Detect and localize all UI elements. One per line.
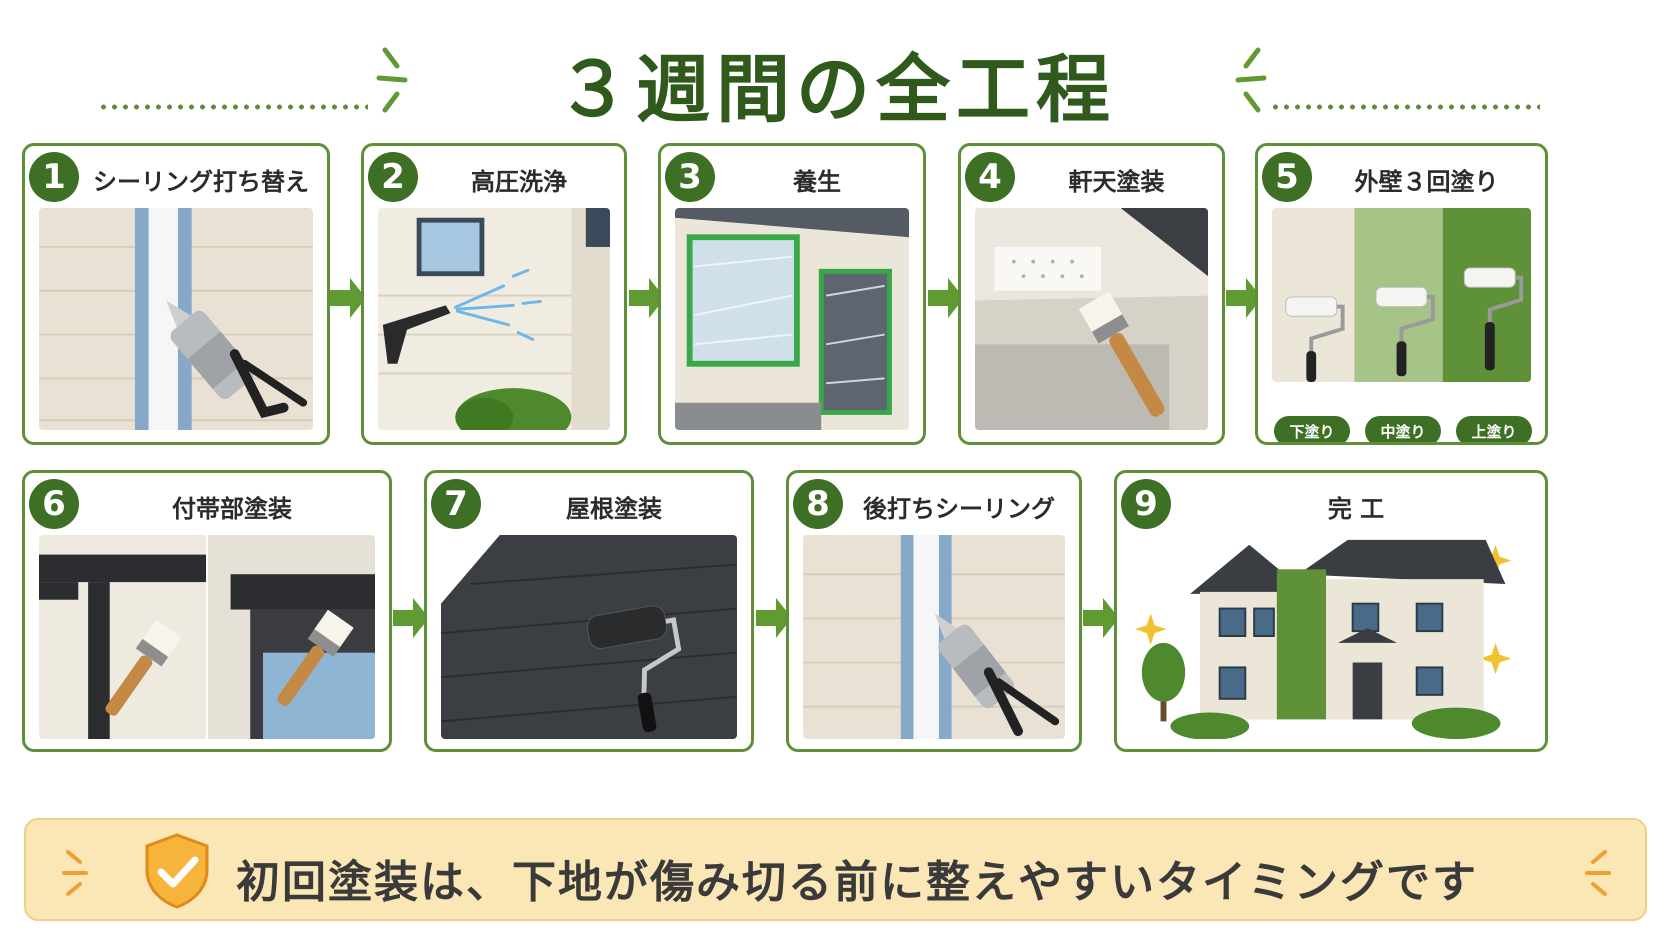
- sparkle-lines-icon: [376, 47, 408, 113]
- step-number-badge: 9: [1121, 479, 1171, 529]
- arrow-right-icon: [330, 278, 366, 318]
- step-header: 6 付帯部塗装: [25, 473, 389, 535]
- step-number-badge: 7: [431, 479, 481, 529]
- step-number-badge: 5: [1262, 152, 1312, 202]
- step-label: 付帯部塗装: [172, 495, 292, 523]
- step-label: 外壁３回塗り: [1354, 168, 1499, 196]
- step-card-3: 3 養生: [658, 143, 926, 445]
- step-card-6: 6 付帯部塗装: [22, 470, 392, 752]
- dotted-divider-right: [1270, 104, 1540, 110]
- pressure-wash-scene-image: [378, 208, 610, 430]
- step-header: 8 後打ちシーリング: [789, 473, 1079, 535]
- sparkle-lines-icon: [1235, 47, 1267, 113]
- step-header: 1 シーリング打ち替え: [25, 146, 327, 208]
- step-number-badge: 4: [965, 152, 1015, 202]
- step-card-1: 1 シーリング打ち替え: [22, 143, 330, 445]
- post-caulking-scene-image: [803, 535, 1065, 739]
- step-label: 軒天塗装: [1068, 168, 1165, 196]
- title-area: ３週間の全工程: [0, 22, 1672, 133]
- page-title: ３週間の全工程: [556, 47, 1116, 133]
- coat-label-badge: 上塗り: [1456, 416, 1532, 442]
- caulking-scene-image: [39, 208, 313, 430]
- step-label: 完 工: [1327, 495, 1385, 523]
- step-card-2: 2 高圧洗浄: [361, 143, 627, 445]
- step-header: 5 外壁３回塗り: [1258, 146, 1545, 208]
- step-header: 9 完 工: [1117, 473, 1545, 535]
- step-card-9: 9 完 工: [1114, 470, 1548, 752]
- soffit-paint-scene-image: [975, 208, 1208, 430]
- shield-check-icon: [145, 833, 209, 909]
- step-label: シーリング打ち替え: [93, 168, 309, 196]
- arrow-right-icon: [1083, 598, 1119, 638]
- banner-message: 初回塗装は、下地が傷み切る前に整えやすいタイミングです: [236, 857, 1478, 908]
- masking-scene-image: [675, 208, 909, 430]
- arrow-right-icon: [629, 278, 665, 318]
- coat-label-badge: 中塗り: [1365, 416, 1441, 442]
- step-header: 3 養生: [661, 146, 923, 208]
- step-number-badge: 6: [29, 479, 79, 529]
- arrow-right-icon: [928, 278, 964, 318]
- step-header: 2 高圧洗浄: [364, 146, 624, 208]
- step-card-8: 8 後打ちシーリング: [786, 470, 1082, 752]
- step-card-4: 4 軒天塗装: [958, 143, 1225, 445]
- step-label: 後打ちシーリング: [863, 495, 1055, 523]
- arrow-right-icon: [393, 598, 429, 638]
- dotted-divider-left: [98, 104, 368, 110]
- step-number-badge: 8: [793, 479, 843, 529]
- sparkle-lines-icon: [62, 850, 88, 896]
- step-label: 高圧洗浄: [471, 168, 567, 196]
- roof-paint-scene-image: [441, 535, 737, 739]
- step-card-5: 5 外壁３回塗り 下塗り 中塗り 上塗り: [1255, 143, 1548, 445]
- arrow-right-icon: [1226, 278, 1262, 318]
- step-label: 屋根塗装: [566, 495, 662, 523]
- step-card-7: 7 屋根塗装: [424, 470, 754, 752]
- step-number-badge: 3: [665, 152, 715, 202]
- step-number-badge: 2: [368, 152, 418, 202]
- trim-paint-scene-image: [39, 535, 375, 739]
- sparkle-lines-icon: [1585, 850, 1611, 896]
- step-number-badge: 1: [29, 152, 79, 202]
- arrow-right-icon: [756, 598, 792, 638]
- step-header: 4 軒天塗装: [961, 146, 1222, 208]
- step-header: 7 屋根塗装: [427, 473, 751, 535]
- step-label: 養生: [793, 168, 841, 196]
- three-coat-scene-image: [1272, 208, 1531, 382]
- coat-label-badge: 下塗り: [1274, 416, 1350, 442]
- completed-house-image: [1131, 535, 1531, 739]
- summary-banner: 初回塗装は、下地が傷み切る前に整えやすいタイミングです: [24, 818, 1647, 921]
